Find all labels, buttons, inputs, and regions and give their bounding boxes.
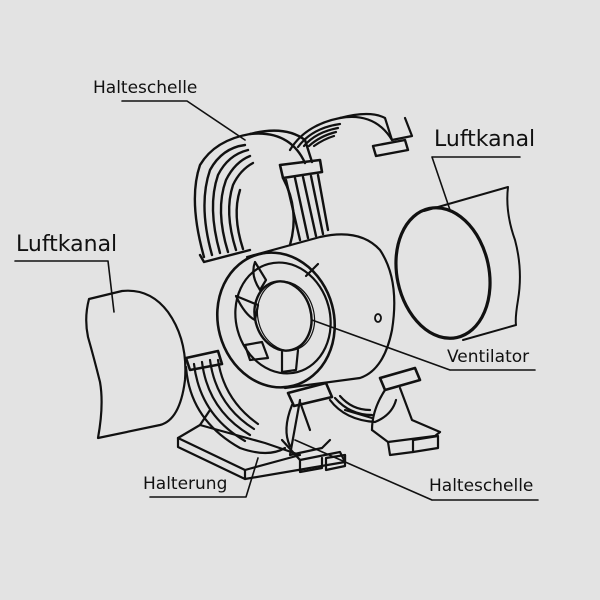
label-halterung: Halterung [143,474,228,494]
leader-halteschelle-bottom [294,439,539,501]
leader-luftkanal-left [14,260,115,313]
fan-body [215,233,396,390]
top-clamp-back [288,112,414,158]
label-halteschelle-top: Halteschelle [93,78,198,98]
air-duct-left [85,289,187,440]
leader-luftkanal-right [431,156,521,211]
bottom-middle-mount [280,381,398,474]
leader-halteschelle-top [121,100,246,141]
label-halteschelle-bottom: Halteschelle [429,476,534,496]
label-ventilator: Ventilator [447,347,530,367]
top-clamp-front [193,129,330,264]
leader-halterung [149,457,259,498]
leader-lines [14,100,539,501]
label-luftkanal-left: Luftkanal [16,232,118,257]
label-luftkanal-right: Luftkanal [434,127,536,152]
leader-ventilator [311,319,536,371]
air-duct-right [394,186,521,341]
bottom-right-mount [343,366,442,457]
